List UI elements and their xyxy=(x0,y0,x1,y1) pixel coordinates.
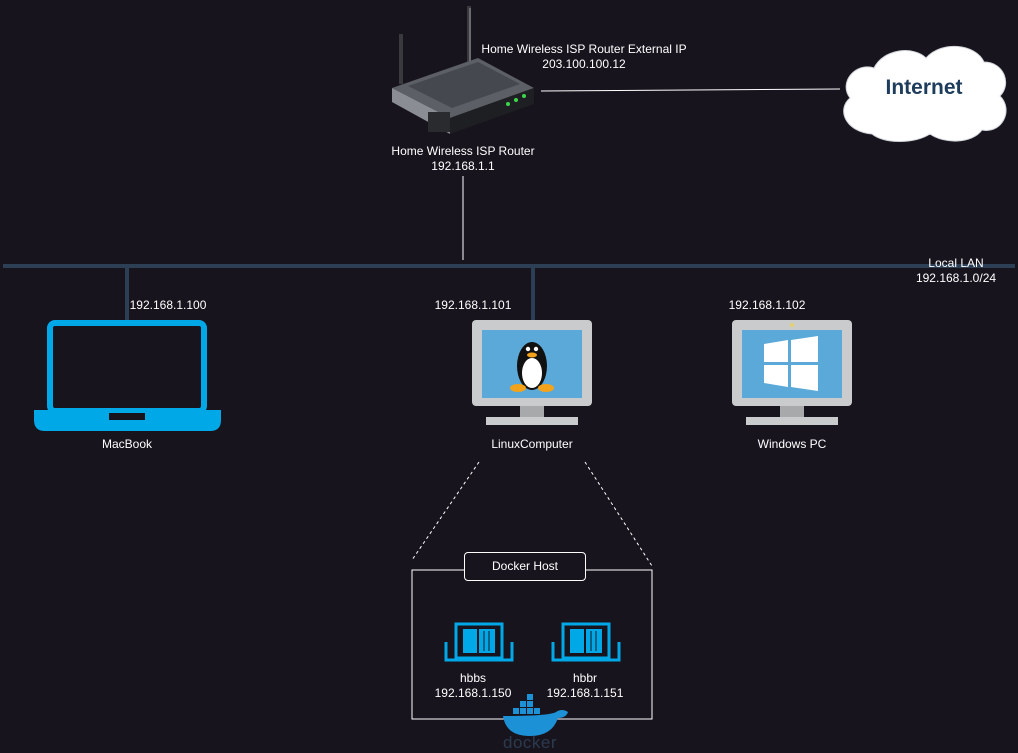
container-name: hbbs xyxy=(459,671,487,685)
windows-ip: 192.168.1.102 xyxy=(728,298,806,312)
container-label-hbbr: hbbr 192.168.1.151 xyxy=(547,671,624,701)
internet-label: Internet xyxy=(885,76,963,99)
windows-logo-icon xyxy=(764,336,818,391)
linux-ip: 192.168.1.101 xyxy=(434,298,512,312)
router-icon xyxy=(392,6,534,134)
lan-bus xyxy=(3,264,1015,322)
lan-subnet: 192.168.1.0/24 xyxy=(915,271,997,285)
docker-logo-text: docker xyxy=(502,733,558,752)
internet-cloud-icon xyxy=(843,45,1007,142)
router-ip: 192.168.1.1 xyxy=(431,159,495,173)
router-external-title: Home Wireless ISP Router External IP xyxy=(481,42,687,56)
docker-host-label: Docker Host xyxy=(464,552,586,581)
router-title: Home Wireless ISP Router xyxy=(391,144,535,158)
container-ip: 192.168.1.150 xyxy=(434,686,512,700)
windows-monitor-icon xyxy=(732,320,852,425)
laptop-icon xyxy=(34,320,221,431)
linux-name: LinuxComputer xyxy=(491,437,573,451)
docker-whale-icon xyxy=(503,694,568,736)
tux-penguin-icon xyxy=(510,342,554,392)
container-icon xyxy=(551,622,621,662)
router-external-ip: 203.100.100.12 xyxy=(542,57,626,71)
windows-name: Windows PC xyxy=(757,437,827,451)
lan-title: Local LAN xyxy=(928,256,984,270)
container-icon xyxy=(444,622,514,662)
zoom-line-left xyxy=(411,461,480,561)
container-name: hbbr xyxy=(572,671,598,685)
zoom-line-right xyxy=(584,461,653,567)
router-external-label: Home Wireless ISP Router External IP 203… xyxy=(481,42,686,72)
macbook-name: MacBook xyxy=(101,437,153,451)
router-label: Home Wireless ISP Router 192.168.1.1 xyxy=(391,144,534,174)
container-ip: 192.168.1.151 xyxy=(546,686,624,700)
container-label-hbbs: hbbs 192.168.1.150 xyxy=(435,671,512,701)
macbook-ip: 192.168.1.100 xyxy=(129,298,207,312)
lan-label: Local LAN 192.168.1.0/24 xyxy=(916,256,996,286)
router-internet-link xyxy=(540,88,841,92)
